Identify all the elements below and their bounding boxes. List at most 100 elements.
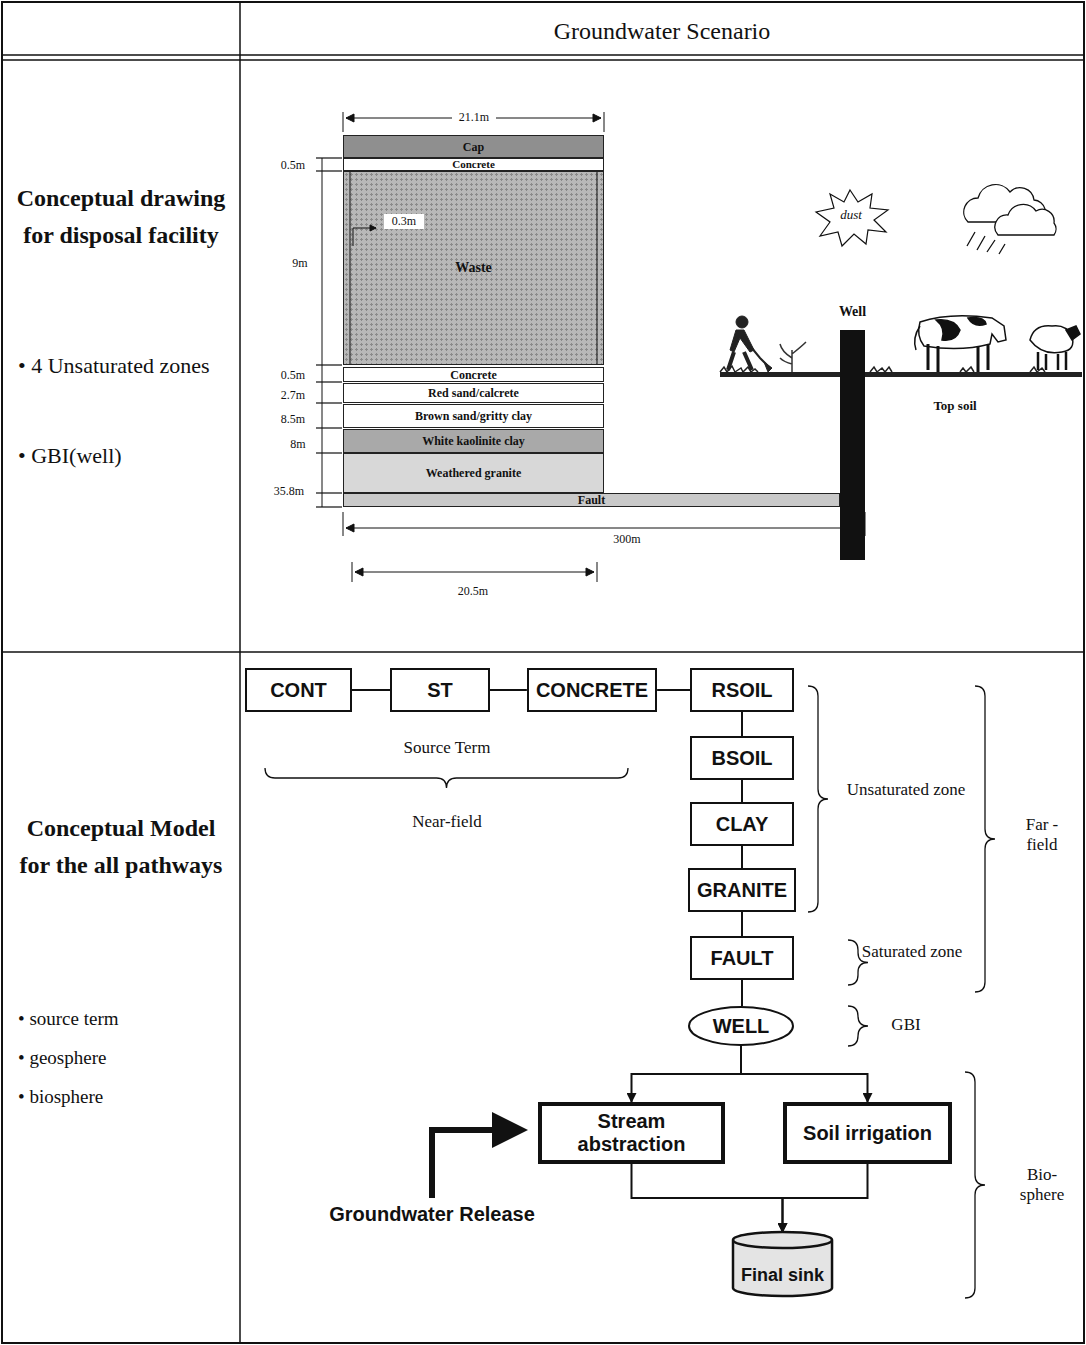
table-cell-text: • geosphere [18,1047,233,1069]
connector [657,689,690,691]
connector [352,689,390,691]
dimension-label: 8.5m [273,412,313,427]
connector [783,1164,868,1232]
node-text: CLAY [716,813,769,835]
dimension-label: 0.5m [273,158,313,173]
process-box: ST [390,668,490,712]
process-box: Stream abstraction [538,1102,725,1164]
well-ellipse: WELL [688,1006,794,1046]
sink-cylinder: Final sink [732,1232,833,1296]
groundwater-release-arrow [432,1130,522,1198]
layer-band: Well [840,330,865,560]
layer-band: White kaolinite clay [343,429,604,453]
connector [632,1046,742,1102]
layer-band: Red sand/calcrete [343,383,604,403]
connector [741,980,743,1006]
table-cell-text: • 4 Unsaturated zones [18,352,233,381]
brace [808,686,828,912]
node-text: Concrete [450,369,496,381]
table-cell-text: • biosphere [18,1086,233,1108]
dimension-label: 0.5m [273,368,313,383]
layer-band: Fault [343,493,840,507]
annotation-label: Top soil [915,398,995,414]
annotation-label: Bio- sphere [1012,1165,1072,1204]
node-text: Cap [463,141,484,153]
connector [741,1046,868,1102]
process-box: CONT [245,668,352,712]
process-box: CLAY [690,802,794,846]
brace [965,1072,985,1298]
annotation-label: Far -field [1012,815,1072,854]
brace [265,768,628,788]
annotation-label: Saturated zone [857,942,967,962]
node-text: BSOIL [711,747,772,769]
plant-figure [780,342,806,372]
dimension-lines [316,112,865,582]
process-box: GRANITE [688,868,796,912]
dimension-label: 35.8m [265,484,313,499]
table-cell-text: • source term [18,1008,233,1030]
layer-band: Waste [343,171,604,365]
node-text: Waste [455,261,492,275]
annotation-label: Near-field [377,812,517,832]
node-text: Brown sand/gritty clay [415,410,532,422]
dimension-label: 8m [283,437,313,452]
connector [490,689,527,691]
connector [741,712,743,736]
layer-band: Weathered granite [343,453,604,493]
node-text: Stream abstraction [550,1110,713,1156]
rain-cloud [964,185,1056,254]
farmer-figure [728,316,772,372]
node-text: Weathered granite [426,467,521,479]
table-cell-text: Groundwater Scenario [412,18,912,45]
node-text: FAULT [711,947,774,969]
process-box: CONCRETE [527,668,657,712]
node-text: CONCRETE [536,679,648,701]
node-text: GRANITE [697,879,787,901]
process-box: Soil irrigation [783,1102,952,1164]
node-text: Soil irrigation [803,1122,932,1145]
node-text: Fault [578,494,605,506]
dimension-label: 21.1m [452,110,496,125]
layer-band: Cap [343,135,604,158]
process-box: FAULT [690,936,794,980]
sheep-figure [1030,326,1080,370]
brace [975,686,995,992]
annotation-label: Source Term [377,738,517,758]
process-box: BSOIL [690,736,794,780]
process-box: RSOIL [690,668,794,712]
dimension-label: 0.3m [384,214,424,229]
node-text: ST [427,679,453,701]
dimension-label: 300m [605,532,649,547]
table-cell-text: Conceptual drawing for disposal facility [14,180,229,254]
annotation-label: GBI [876,1015,936,1035]
dimension-label: 20.5m [451,584,495,599]
layer-band: Brown sand/gritty clay [343,404,604,428]
connector [741,846,743,868]
node-text: CONT [270,679,327,701]
cylinder-outline [732,1232,833,1296]
braces [265,686,995,1298]
cow-figure [915,316,1006,372]
node-text: RSOIL [711,679,772,701]
node-text: WELL [713,1015,770,1037]
top-soil-ground [720,366,1082,377]
layer-band: Concrete [343,158,604,171]
connector [741,780,743,802]
annotation-label: Groundwater Release [312,1203,552,1226]
dust-burst [816,190,888,246]
node-text: Concrete [452,159,495,170]
brace [848,1006,868,1046]
table-cell-text: • GBI(well) [18,442,233,471]
layer-band: Concrete [343,367,604,382]
node-text: Red sand/calcrete [428,387,519,399]
annotation-label: Unsaturated zone [846,780,966,800]
node-text: Final sink [741,1266,824,1286]
dimension-label: 9m [285,256,315,271]
dimension-label: 2.7m [273,388,313,403]
connector [741,912,743,936]
node-text: White kaolinite clay [422,435,525,447]
annotation-label: dust [831,207,871,223]
table-cell-text: Conceptual Model for the all pathways [14,810,229,884]
